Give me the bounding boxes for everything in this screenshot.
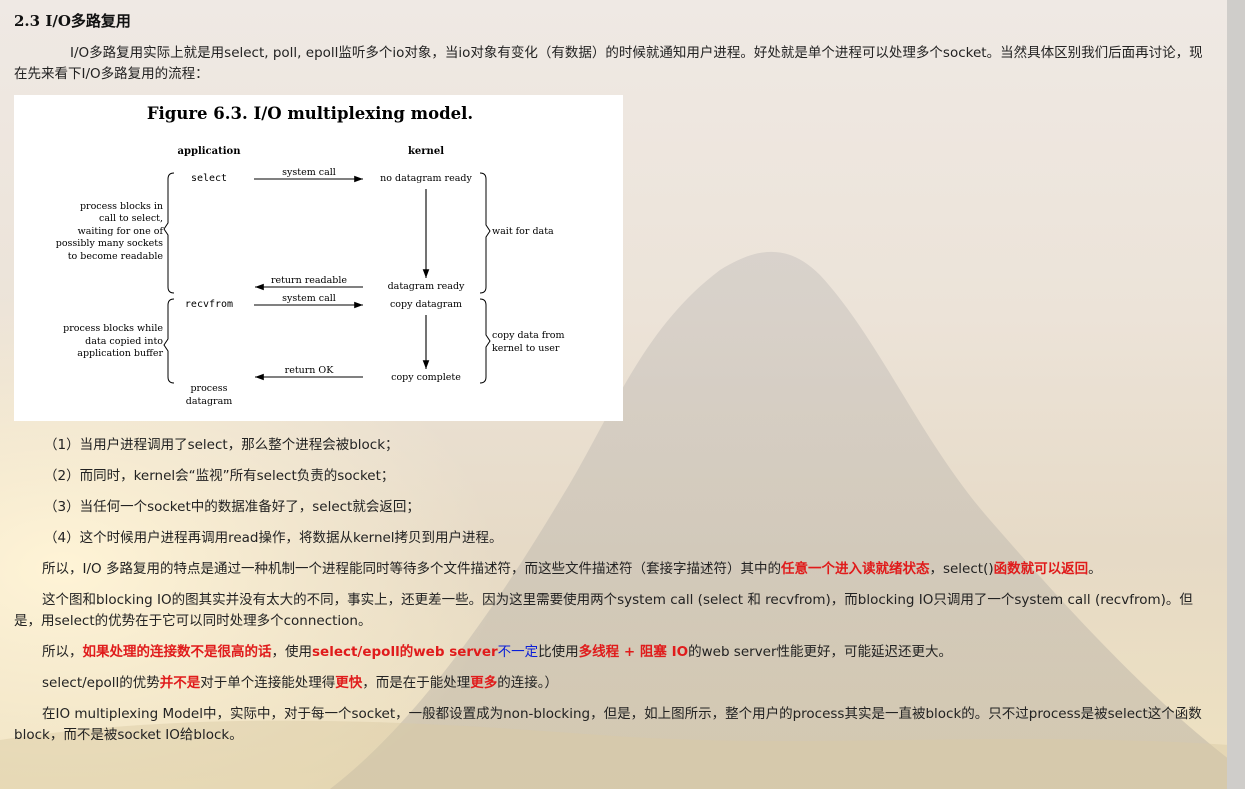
label-copy-datagram: copy datagram — [390, 299, 462, 310]
paragraph-performance: 所以，如果处理的连接数不是很高的话，使用select/epoll的web ser… — [42, 644, 953, 660]
svg-text:application buffer: application buffer — [77, 348, 163, 359]
label-blocks-select: process blocks in call to select, waitin… — [56, 201, 165, 262]
svg-text:waiting for one of: waiting for one of — [78, 226, 165, 237]
step-2: （2）而同时，kernel会“监视”所有select负责的socket； — [44, 468, 395, 484]
label-system-call-1: system call — [282, 167, 336, 178]
paragraph-nonblocking: 在IO multiplexing Model中，实际中，对于每一个socket，… — [14, 706, 1202, 743]
label-blocks-copy: process blocks while data copied into ap… — [63, 323, 163, 359]
step-4: （4）这个时候用户进程再调用read操作，将数据从kernel拷贝到用户进程。 — [44, 530, 503, 546]
col-application: application — [178, 146, 242, 157]
label-select: select — [191, 173, 227, 184]
label-system-call-2: system call — [282, 293, 336, 304]
io-multiplexing-figure: Figure 6.3. I/O multiplexing model. appl… — [14, 95, 623, 421]
svg-text:possibly many sockets: possibly many sockets — [56, 238, 163, 249]
label-copy-complete: copy complete — [391, 372, 461, 383]
label-no-datagram-ready: no datagram ready — [380, 173, 472, 184]
svg-text:call to select,: call to select, — [99, 213, 163, 224]
label-datagram-ready: datagram ready — [388, 281, 465, 292]
step-1: （1）当用户进程调用了select，那么整个进程会被block； — [44, 437, 399, 453]
figure-diagram: Figure 6.3. I/O multiplexing model. appl… — [56, 104, 565, 407]
label-recvfrom: recvfrom — [185, 299, 233, 310]
paragraph-feature: 所以，I/O 多路复用的特点是通过一种机制一个进程能同时等待多个文件描述符，而这… — [42, 561, 1102, 577]
article: 2.3 I/O多路复用 I/O多路复用实际上就是用select, poll, e… — [14, 0, 1209, 746]
bracket-app-2 — [163, 298, 175, 384]
col-kernel: kernel — [408, 146, 444, 157]
bracket-kernel-2 — [479, 298, 491, 384]
svg-text:data copied into: data copied into — [85, 336, 163, 347]
svg-text:process blocks while: process blocks while — [63, 323, 163, 334]
label-return-ok: return OK — [285, 365, 335, 376]
bracket-kernel-1 — [479, 172, 491, 294]
intro-paragraph: I/O多路复用实际上就是用select, poll, epoll监听多个io对象… — [14, 45, 1203, 82]
label-process-datagram: process datagram — [186, 383, 233, 407]
label-wait-for-data: wait for data — [492, 226, 554, 237]
step-3: （3）当任何一个socket中的数据准备好了，select就会返回； — [44, 499, 420, 515]
paragraph-compare: 这个图和blocking IO的图其实并没有太大的不同，事实上，还更差一些。因为… — [14, 592, 1193, 629]
label-copy-data-from: copy data from kernel to user — [492, 330, 565, 354]
svg-text:kernel to user: kernel to user — [492, 343, 560, 354]
label-return-readable: return readable — [271, 275, 347, 286]
svg-text:process blocks in: process blocks in — [80, 201, 163, 212]
svg-text:datagram: datagram — [186, 396, 233, 407]
section-title: 2.3 I/O多路复用 — [14, 12, 131, 30]
svg-text:to become readable: to become readable — [68, 251, 164, 262]
figure-title: Figure 6.3. I/O multiplexing model. — [147, 104, 473, 123]
paragraph-advantage: select/epoll的优势并不是对于单个连接能处理得更快，而是在于能处理更多… — [42, 675, 559, 691]
svg-text:process: process — [190, 383, 227, 394]
svg-text:copy data from: copy data from — [492, 330, 565, 341]
bracket-app-1 — [163, 172, 175, 294]
scrollbar-track[interactable] — [1227, 0, 1245, 789]
